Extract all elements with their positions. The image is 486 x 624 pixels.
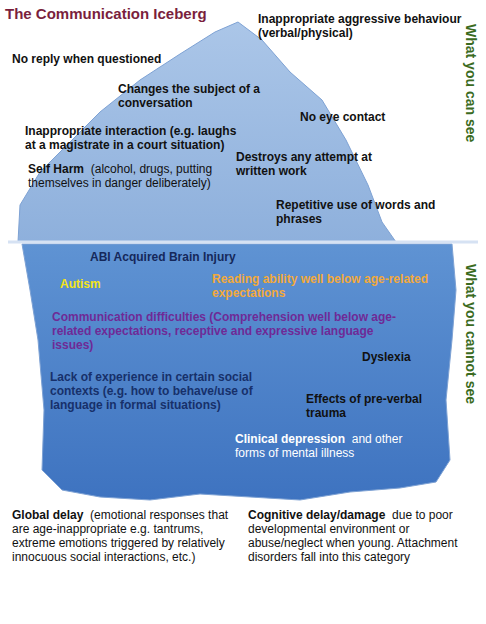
- symptom-text-block: Communication difficulties (Comprehensio…: [52, 310, 397, 352]
- note-text-block: No reply when questioned: [12, 52, 212, 66]
- note-text: What you cannot see: [463, 264, 479, 404]
- symptom-text: Autism: [60, 277, 101, 291]
- symptom-text: No eye contact: [300, 110, 385, 124]
- symptom-text-block: Self Harm (alcohol, drugs, putting thems…: [28, 162, 253, 190]
- symptom-text: ABI Acquired Brain Injury: [90, 250, 236, 264]
- iceberg-tip: Changes the subject of a conversation No …: [10, 18, 465, 244]
- symptom-text-block: Repetitive use of words and phrases: [276, 198, 456, 226]
- symptom-text-block: ABI Acquired Brain Injury: [90, 250, 340, 264]
- symptom-text-block: Inappropriate interaction (e.g. laughs a…: [25, 124, 237, 152]
- iceberg-base: ABI Acquired Brain InjuryAutism Reading a…: [18, 242, 468, 507]
- water-surface: [8, 241, 478, 244]
- symptom-text: Reading ability well below age-related e…: [212, 272, 428, 300]
- symptom-text-block: Effects of pre-verbal trauma: [306, 392, 456, 420]
- symptom-text-block: Autism: [60, 277, 140, 291]
- symptom-text: Lack of experience in certain social con…: [50, 370, 253, 412]
- note-text: Cognitive delay/damage: [248, 508, 385, 522]
- note-text-block: What you cannot see: [463, 264, 479, 404]
- symptom-text: Effects of pre-verbal trauma: [306, 392, 422, 420]
- symptom-text-block: Changes the subject of a conversation: [118, 82, 280, 110]
- symptom-text-block: Dyslexia: [362, 350, 452, 364]
- symptom-text-block: Destroys any attempt at written work: [236, 150, 396, 178]
- symptom-text: Repetitive use of words and phrases: [276, 198, 435, 226]
- symptom-text: Dyslexia: [362, 350, 411, 364]
- note-text-block: Cognitive delay/damage due to poor devel…: [248, 508, 476, 564]
- note-text-block: Global delay (emotional responses that a…: [12, 508, 234, 564]
- iceberg-body: [22, 244, 456, 500]
- note-text: Inappropriate aggressive behaviour (verb…: [258, 12, 461, 40]
- symptom-text: Communication difficulties (Comprehensio…: [52, 310, 396, 352]
- symptom-text-block: Lack of experience in certain social con…: [50, 370, 276, 412]
- symptom-text: Inappropriate interaction (e.g. laughs a…: [25, 124, 236, 152]
- symptom-text: Changes the subject of a conversation: [118, 82, 260, 110]
- symptom-text-block: No eye contact: [300, 110, 420, 124]
- note-text-block: What you can see: [463, 24, 479, 142]
- note-text: What you can see: [463, 24, 479, 142]
- note-text: No reply when questioned: [12, 52, 161, 66]
- symptom-text: Self Harm: [28, 162, 84, 176]
- symptom-text-block: Reading ability well below age-related e…: [212, 272, 444, 300]
- symptom-text: Destroys any attempt at written work: [236, 150, 372, 178]
- note-text-block: Inappropriate aggressive behaviour (verb…: [258, 12, 470, 40]
- diagram-title: The Communication Iceberg: [5, 5, 207, 22]
- symptom-text-block: Clinical depression and other forms of m…: [235, 432, 417, 460]
- note-text: Global delay: [12, 508, 83, 522]
- symptom-text: Clinical depression: [235, 432, 345, 446]
